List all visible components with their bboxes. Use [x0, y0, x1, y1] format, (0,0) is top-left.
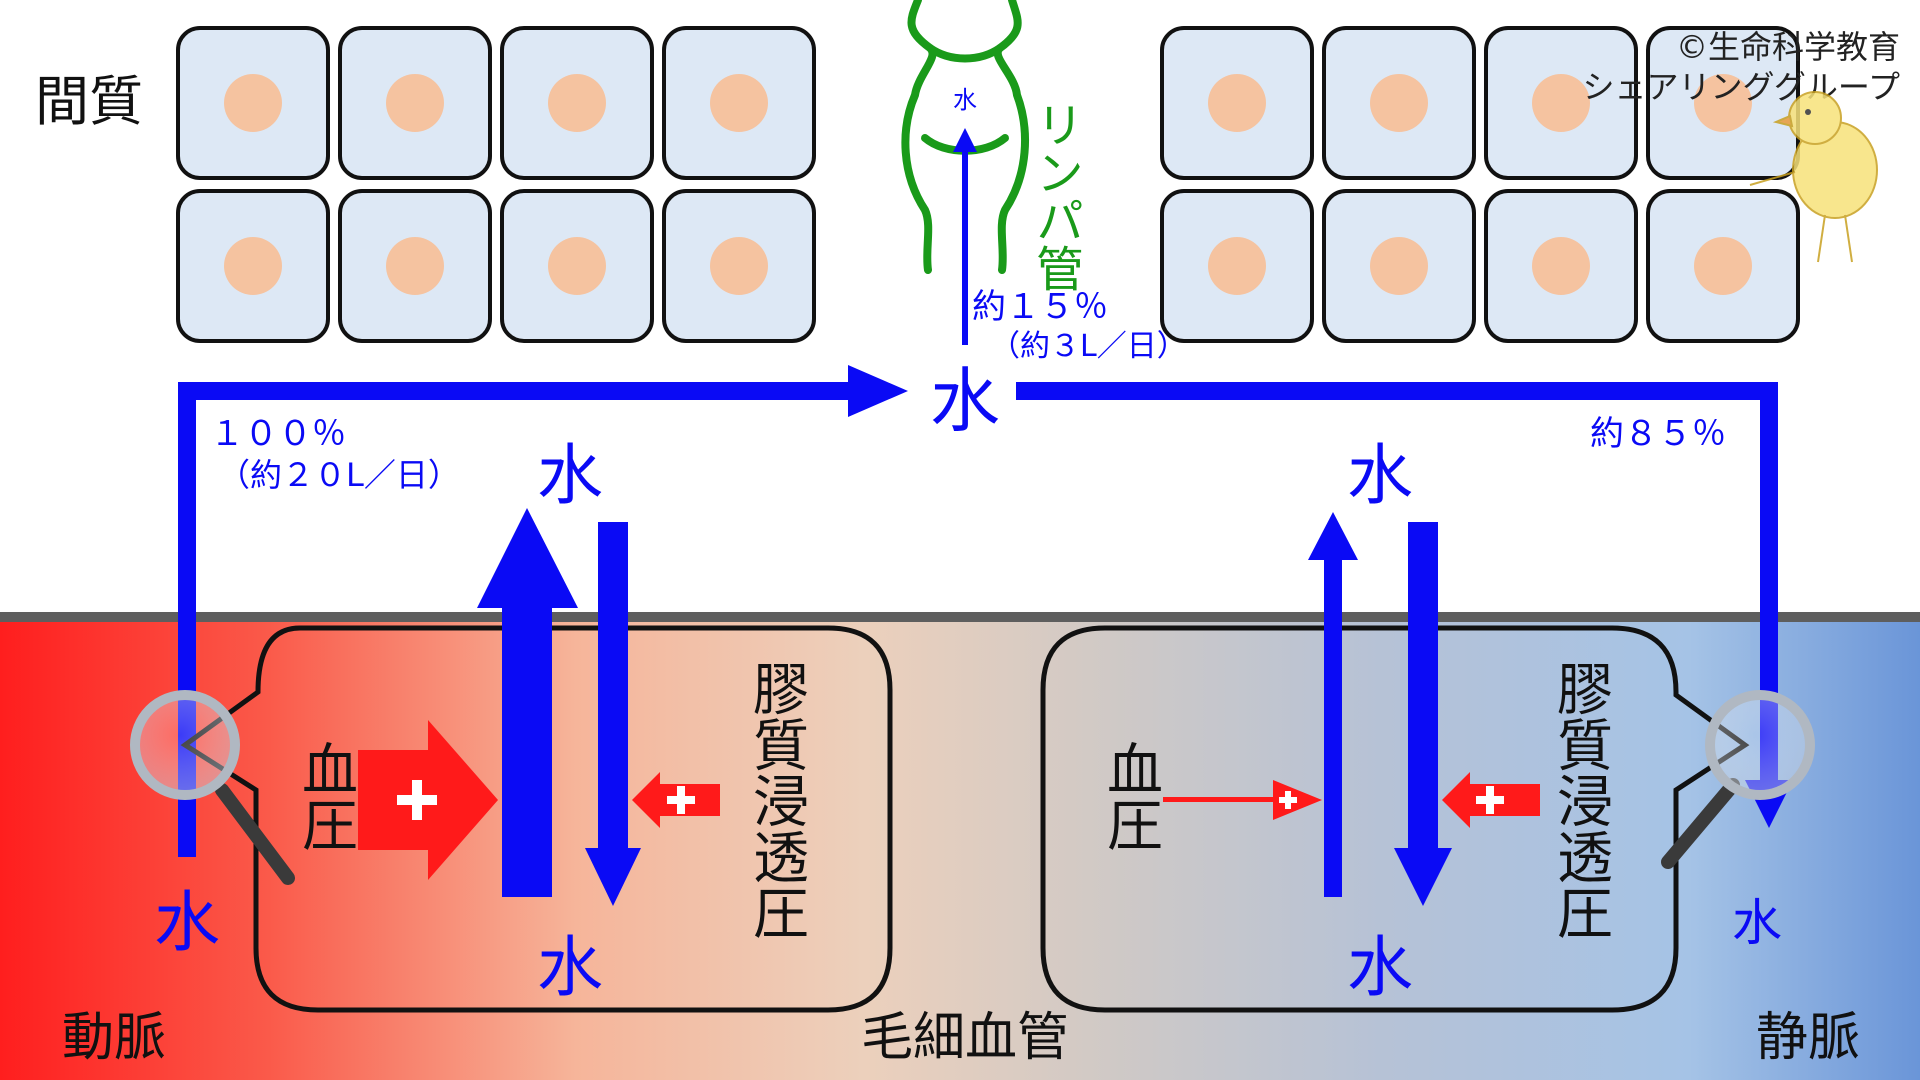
- venous-oncotic-arrow: [1442, 772, 1540, 828]
- lymph-water-arrow: [953, 128, 977, 152]
- cell-nucleus: [1532, 74, 1590, 132]
- venous-blood-pressure-arrow: [1163, 780, 1322, 820]
- venous-blood-pressure-label: 血圧: [1098, 740, 1163, 852]
- vein-water-symbol: 水: [1732, 894, 1782, 952]
- lymph-vessel: [901, 0, 1030, 274]
- cell-nucleus: [1208, 74, 1266, 132]
- water-flow-loop: [178, 365, 1793, 857]
- arterial-oncotic-arrow: [632, 772, 720, 828]
- cell-nucleus: [1694, 237, 1752, 295]
- cell-nucleus: [1208, 237, 1266, 295]
- arterial-end-callout: [180, 625, 893, 1013]
- venous-percent: 約８５％: [1590, 414, 1726, 454]
- arterial-blood-pressure-arrow: [358, 720, 498, 880]
- interstitial-cells-right: [1160, 26, 1800, 343]
- cell-nucleus: [710, 237, 768, 295]
- cell-nucleus: [548, 74, 606, 132]
- vein-label: 静脈: [1756, 1008, 1860, 1068]
- magnifier-icon: [1661, 690, 1815, 869]
- venous-end-callout: [1040, 625, 1750, 1013]
- venous-filtration-arrow: [1308, 512, 1358, 897]
- arterial-blood-pressure-label: 血圧: [293, 740, 358, 852]
- venous-water-top: 水: [1347, 437, 1413, 514]
- vessel-wall: [0, 612, 1920, 622]
- cell-nucleus: [548, 237, 606, 295]
- cell-nucleus: [386, 237, 444, 295]
- lymph-water-symbol: 水: [953, 86, 977, 114]
- blood-region: [0, 618, 1920, 1080]
- cell-nucleus: [386, 74, 444, 132]
- cell-nucleus: [224, 237, 282, 295]
- cell-nucleus: [1694, 74, 1752, 132]
- interstitial-cells-left: [176, 26, 816, 343]
- chick-icon: [1749, 91, 1878, 263]
- magnifier-icon: [130, 690, 295, 885]
- arterial-water-bottom: 水: [537, 929, 603, 1006]
- venous-oncotic-label: 膠質浸透圧: [1548, 660, 1613, 940]
- cell-nucleus: [1370, 237, 1428, 295]
- center-water-symbol: 水: [930, 360, 1000, 442]
- venous-reabsorption-arrow: [1394, 522, 1452, 906]
- arterial-filtration-arrow: [477, 508, 578, 897]
- cell-nucleus: [1532, 237, 1590, 295]
- artery-water-symbol: 水: [154, 884, 220, 961]
- artery-label: 動脈: [62, 1008, 166, 1068]
- inflow-percent: １００％: [210, 414, 346, 454]
- arterial-oncotic-label: 膠質浸透圧: [744, 660, 809, 940]
- cell-nucleus: [224, 74, 282, 132]
- arterial-reabsorption-arrow: [585, 522, 641, 906]
- venous-water-bottom: 水: [1347, 929, 1413, 1006]
- cell-nucleus: [1370, 74, 1428, 132]
- lymph-volume: （約３L／日）: [990, 329, 1187, 364]
- lymph-percent: 約１５％: [972, 287, 1108, 327]
- inflow-volume: （約２０L／日）: [218, 456, 460, 494]
- arterial-water-top: 水: [537, 437, 603, 514]
- interstitium-label: 間質: [35, 70, 143, 133]
- capillary-label: 毛細血管: [861, 1008, 1069, 1068]
- copyright-line1: ©生命科学教育: [1676, 28, 1900, 66]
- lymph-vessel-label: リンパ管: [1027, 100, 1083, 292]
- copyright-line2: シェアリンググループ: [1583, 68, 1900, 106]
- cell-nucleus: [710, 74, 768, 132]
